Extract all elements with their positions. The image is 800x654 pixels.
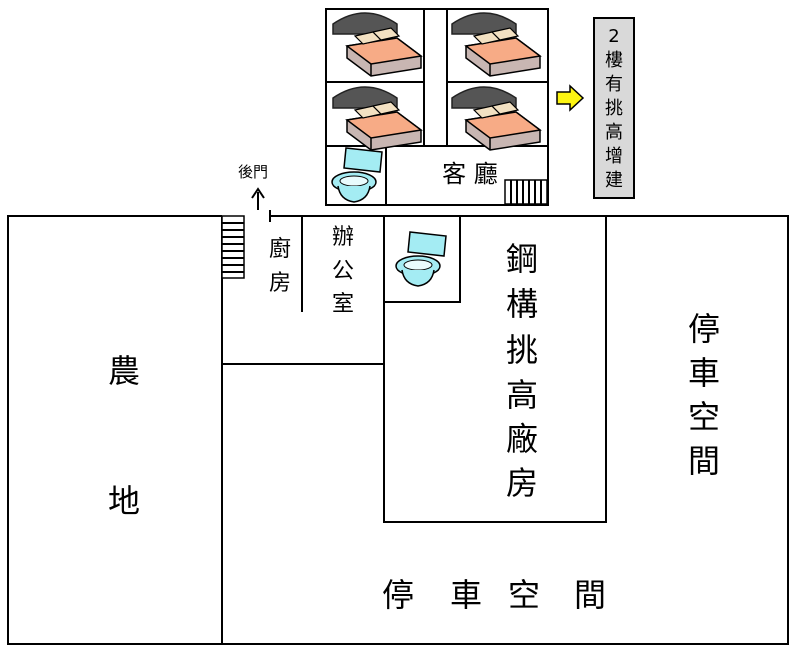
svg-text:地: 地 xyxy=(108,482,140,520)
svg-text:房: 房 xyxy=(506,464,538,502)
svg-text:廚: 廚 xyxy=(269,237,291,262)
svg-text:樓: 樓 xyxy=(605,50,623,71)
svg-text:辦: 辦 xyxy=(332,225,354,250)
farmland-label: 農 地 xyxy=(108,352,140,520)
office-label: 辦 公 室 xyxy=(332,225,354,317)
kitchen-label: 廚 房 xyxy=(269,237,291,296)
svg-text:停: 停 xyxy=(688,310,720,348)
parking-right-label: 停 車 空 間 xyxy=(688,310,720,480)
back-door-label: 後門 xyxy=(238,163,268,181)
toilet-room xyxy=(383,215,461,303)
svg-text:空: 空 xyxy=(508,576,540,614)
svg-text:室: 室 xyxy=(332,292,354,317)
svg-text:挑: 挑 xyxy=(605,98,623,119)
factory-outline xyxy=(383,215,607,523)
svg-text:有: 有 xyxy=(605,74,623,95)
svg-text:車: 車 xyxy=(450,576,482,614)
svg-text:高: 高 xyxy=(605,122,623,143)
toilet-icon xyxy=(395,231,447,287)
svg-text:增: 增 xyxy=(605,146,623,167)
svg-text:建: 建 xyxy=(605,170,623,191)
svg-text:空: 空 xyxy=(688,398,720,436)
svg-text:農: 農 xyxy=(108,352,140,390)
svg-text:構: 構 xyxy=(506,285,538,323)
note-text: 2 樓 有 挑 高 增 建 xyxy=(605,26,623,191)
factory-label: 鋼 構 挑 高 廠 房 xyxy=(506,240,538,502)
svg-text:房: 房 xyxy=(269,271,291,296)
svg-text:停: 停 xyxy=(382,576,414,614)
svg-text:挑: 挑 xyxy=(506,331,538,369)
living-room-label: 客 廳 xyxy=(442,160,498,188)
svg-text:高: 高 xyxy=(506,376,538,414)
arrow-right-icon xyxy=(556,84,585,112)
stairs-icon xyxy=(504,179,548,205)
note-box xyxy=(593,17,635,199)
svg-text:2: 2 xyxy=(608,26,619,47)
svg-text:公: 公 xyxy=(332,259,354,284)
svg-text:車: 車 xyxy=(688,354,720,392)
svg-text:廠: 廠 xyxy=(506,420,538,458)
svg-text:間: 間 xyxy=(574,576,606,614)
arrow-up-icon xyxy=(251,187,265,210)
stairs-icon xyxy=(221,215,245,279)
parking-bottom-label: 停 車 空 間 xyxy=(382,576,606,614)
svg-text:間: 間 xyxy=(688,442,720,480)
svg-text:鋼: 鋼 xyxy=(506,240,538,278)
